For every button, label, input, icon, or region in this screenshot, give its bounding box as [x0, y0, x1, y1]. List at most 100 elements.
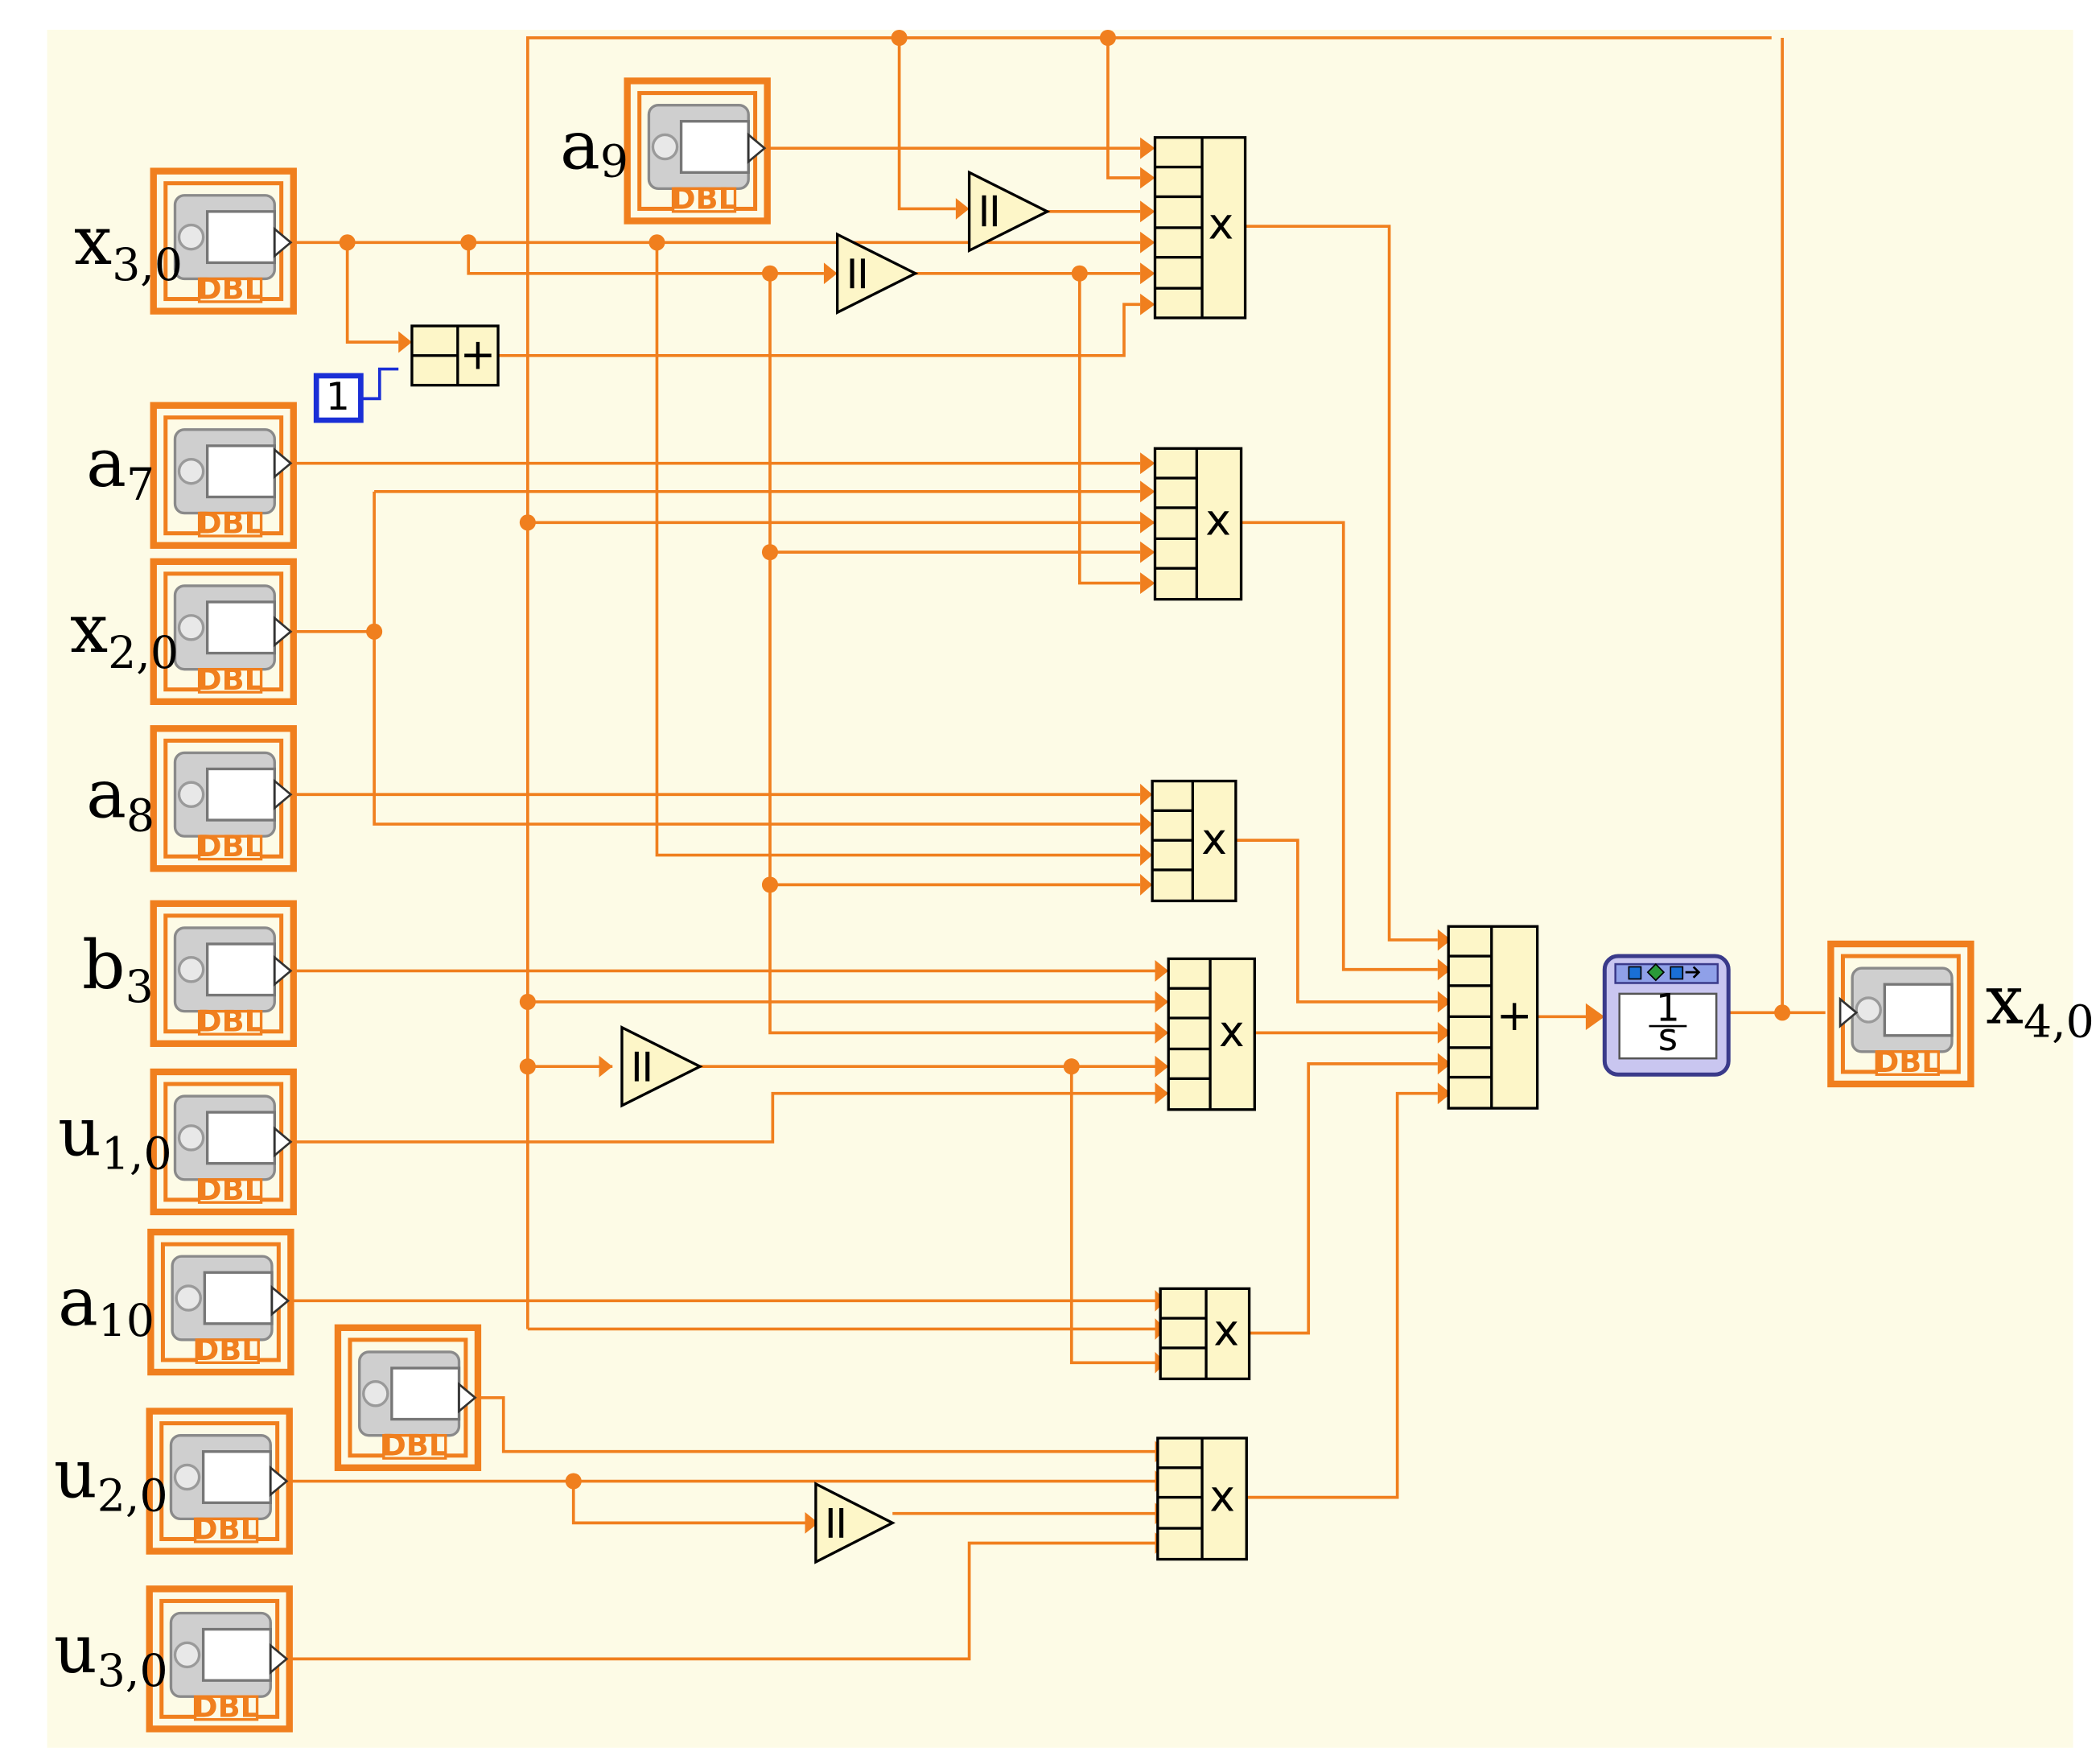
arrowhead: [1140, 452, 1155, 475]
terminal-a10[interactable]: DBL: [150, 1232, 290, 1372]
junction-dot: [1071, 265, 1088, 282]
terminal-out-triangle: [273, 226, 293, 258]
arrowhead: [1140, 262, 1155, 285]
multiply-block-2[interactable]: x: [1153, 447, 1243, 601]
wire: [1069, 1066, 1155, 1365]
terminal-unlabeled-input[interactable]: DBL: [338, 1328, 478, 1468]
multiply-block-6[interactable]: x: [1156, 1436, 1248, 1561]
terminal-u20[interactable]: DBL: [150, 1412, 290, 1552]
terminal-x40-output[interactable]: DBL: [1830, 944, 1970, 1084]
arrowhead: [1437, 991, 1451, 1013]
junction-layer: [339, 29, 1791, 1490]
dbl-tag: DBL: [197, 506, 263, 541]
label-a7: a7: [86, 423, 154, 511]
multiply-block-3[interactable]: x: [1151, 779, 1237, 903]
terminal-connector-layer: [269, 132, 1859, 1675]
integrator-denominator: s: [1658, 1016, 1678, 1060]
square-block-4[interactable]: [814, 1482, 896, 1564]
arrowhead: [805, 1512, 819, 1534]
junction-dot: [366, 623, 383, 640]
terminal-a9[interactable]: DBL: [628, 81, 768, 221]
terminal-x20[interactable]: DBL: [154, 562, 294, 702]
arrowhead: [823, 262, 838, 285]
junction-dot: [519, 514, 536, 531]
add-symbol: +: [1497, 990, 1533, 1041]
multiply-symbol: x: [1213, 1305, 1239, 1356]
multiply-block-4[interactable]: x: [1167, 957, 1256, 1111]
arrowhead: [1140, 167, 1155, 189]
dbl-tag: DBL: [381, 1428, 447, 1463]
dbl-tag: DBL: [197, 829, 263, 864]
dbl-tag: DBL: [671, 181, 737, 216]
arrowhead: [1155, 991, 1169, 1013]
wire: [1246, 1091, 1438, 1499]
dbl-tag: DBL: [193, 1689, 259, 1724]
terminal-out-triangle: [273, 954, 293, 987]
arrowhead: [1437, 1053, 1451, 1075]
constant-value: 1: [326, 376, 350, 419]
square-block-3[interactable]: [620, 1024, 703, 1108]
arrowhead: [1140, 783, 1153, 806]
arrowhead: [1155, 1082, 1169, 1105]
terminal-out-triangle: [273, 616, 293, 648]
junction-dot: [565, 1473, 582, 1490]
square-block-1[interactable]: [967, 170, 1051, 253]
wire: [768, 273, 1155, 1035]
label-u20: u2,0: [54, 1435, 168, 1523]
wire: [526, 36, 1772, 1329]
terminal-x30[interactable]: DBL: [154, 171, 294, 311]
terminal-out-triangle: [273, 447, 293, 480]
terminal-out-triangle: [458, 1382, 477, 1414]
arrowhead: [1155, 1022, 1169, 1044]
wire: [345, 242, 399, 344]
terminal-out-triangle: [273, 778, 293, 810]
junction-dot: [460, 234, 477, 251]
label-b3: b3: [82, 925, 154, 1013]
label-a9: a9: [560, 105, 628, 188]
wire: [1241, 521, 1438, 971]
arrowhead: [1155, 960, 1169, 982]
label-a8: a8: [86, 755, 154, 843]
arrowhead: [599, 1055, 613, 1078]
terminal-a8[interactable]: DBL: [154, 728, 294, 868]
multiply-symbol: x: [1201, 814, 1227, 864]
terminal-u30[interactable]: DBL: [150, 1589, 290, 1729]
sum-block[interactable]: +: [1447, 925, 1539, 1110]
dbl-tag: DBL: [197, 1004, 263, 1039]
junction-dot: [339, 234, 356, 251]
multiply-symbol: x: [1209, 1470, 1235, 1521]
label-u10: u1,0: [58, 1093, 172, 1181]
arrowhead: [1140, 511, 1155, 534]
wire: [1077, 273, 1141, 585]
diagram-background: [47, 29, 2073, 1748]
arrowhead: [1140, 541, 1155, 563]
arrowhead: [1140, 200, 1155, 223]
terminal-u10[interactable]: DBL: [154, 1072, 294, 1212]
terminal-out-triangle: [269, 1465, 289, 1498]
arrowhead: [1140, 480, 1155, 503]
multiply-symbol: x: [1209, 198, 1234, 249]
junction-dot: [519, 993, 536, 1010]
arrowhead: [1437, 929, 1451, 951]
integrator-block[interactable]: 1 s: [1602, 954, 1731, 1077]
label-x20: x2,0: [70, 589, 179, 679]
add-one-block[interactable]: +: [410, 324, 500, 387]
multiply-symbol: x: [1205, 494, 1231, 545]
wire: [476, 1395, 1155, 1453]
constant-one[interactable]: 1: [313, 373, 364, 423]
label-x40: x4,0: [1986, 961, 2094, 1049]
wire: [1245, 225, 1438, 942]
junction-dot: [1774, 1004, 1791, 1021]
terminal-out-triangle: [273, 1126, 293, 1158]
terminal-out-triangle: [269, 1643, 289, 1675]
arrowhead: [1140, 813, 1153, 835]
dbl-tag: DBL: [197, 272, 263, 307]
multiply-block-1[interactable]: x: [1153, 136, 1247, 319]
multiply-block-5[interactable]: x: [1159, 1287, 1251, 1381]
arrowhead: [1437, 1022, 1451, 1044]
terminal-a7[interactable]: DBL: [154, 406, 294, 546]
square-block-2[interactable]: [835, 232, 919, 315]
integrator-numerator: 1: [1656, 987, 1680, 1030]
terminal-b3[interactable]: DBL: [154, 904, 294, 1044]
wire: [1249, 1062, 1438, 1335]
